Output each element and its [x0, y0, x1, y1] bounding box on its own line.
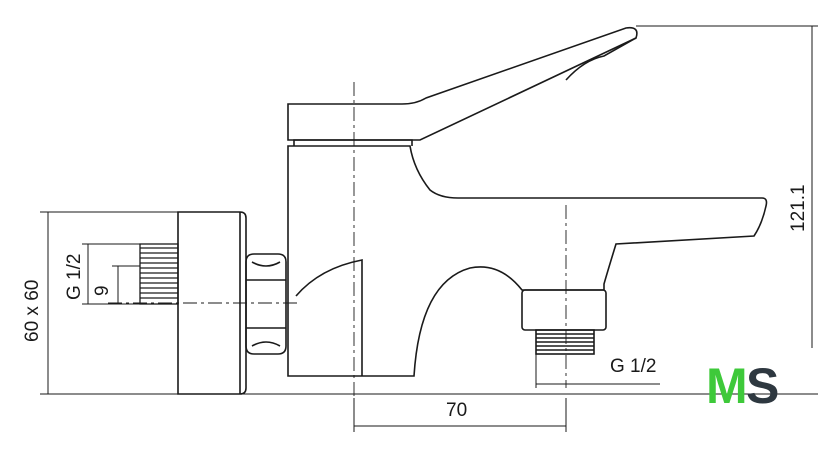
- lever-handle: [287, 26, 638, 141]
- mixer-body: [287, 139, 768, 377]
- dim-label-height: 121.1: [788, 184, 809, 232]
- dimension-lines: [40, 25, 818, 432]
- inlet-thread: [139, 243, 179, 305]
- logo-letter-m: M: [706, 358, 748, 414]
- center-lines: [108, 82, 567, 420]
- dim-label-thread-left: G 1/2: [64, 254, 85, 300]
- logo-letter-s: S: [746, 358, 779, 414]
- dim-label-thread-outlet: G 1/2: [610, 356, 656, 377]
- hex-nut: [245, 253, 287, 355]
- dim-label-width: 60 x 60: [22, 280, 43, 342]
- outlet-nozzle: [521, 289, 607, 355]
- dim-label-thread-depth: 9: [92, 285, 113, 296]
- brand-logo: M S: [706, 358, 779, 414]
- dim-label-projection: 70: [446, 400, 467, 421]
